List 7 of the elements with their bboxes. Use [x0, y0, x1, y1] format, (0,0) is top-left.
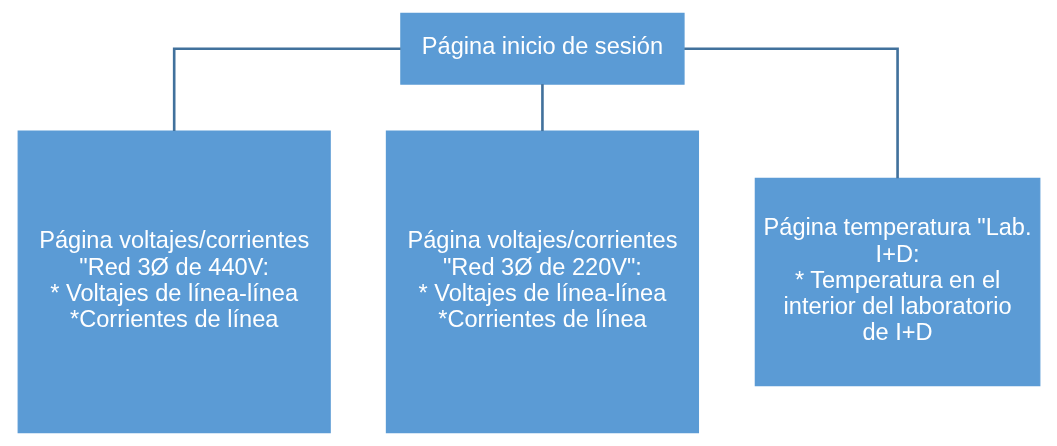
node-box: Página temperatura "Lab. I+D: * Temperatura en el interior del laboratorio de I+D — [754, 177, 1040, 387]
connector — [172, 47, 401, 131]
node-box: Página voltajes/corrientes "Red 3Ø de 440V: * Voltajes de línea-línea *Corrientes de línea — [17, 130, 331, 434]
node-box: Página inicio de sesión — [399, 12, 685, 85]
connector — [540, 84, 544, 132]
node-box: Página voltajes/corrientes "Red 3Ø de 220V": * Voltajes de línea-línea *Corrientes de línea — [385, 130, 699, 434]
connector — [683, 47, 899, 179]
